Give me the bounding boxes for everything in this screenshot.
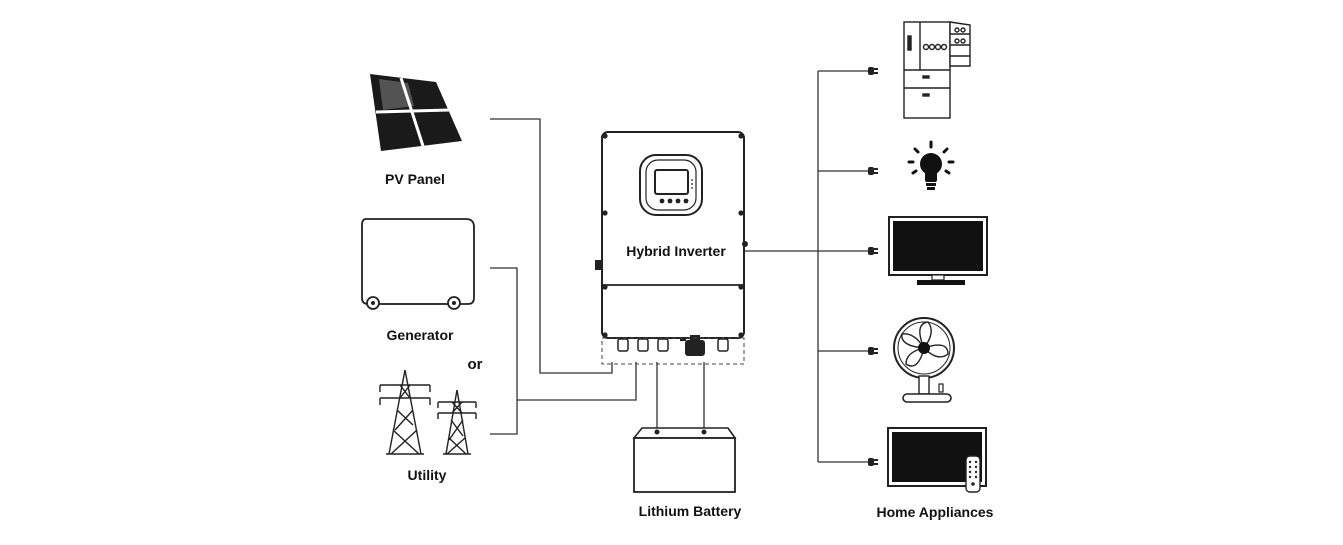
battery-icon	[632, 427, 737, 493]
utility-label: Utility	[408, 467, 447, 483]
or-label: or	[468, 356, 483, 373]
home-appliances-label: Home Appliances	[877, 504, 994, 520]
monitor-icon	[888, 216, 988, 285]
generator-icon	[361, 218, 475, 310]
input-wires	[490, 70, 868, 463]
plug-icon	[868, 67, 878, 466]
solar-panel-icon	[370, 74, 462, 151]
inverter-label: Hybrid Inverter	[626, 243, 726, 259]
generator-label: Generator	[387, 327, 454, 343]
refrigerator-icon	[903, 21, 971, 119]
television-icon	[887, 427, 987, 493]
fan-icon	[893, 317, 955, 403]
hybrid-inverter-icon	[595, 131, 748, 365]
battery-label: Lithium Battery	[639, 503, 742, 519]
light-bulb-icon	[907, 140, 955, 190]
pv-panel-label: PV Panel	[385, 171, 445, 187]
power-tower-icon	[379, 369, 477, 455]
